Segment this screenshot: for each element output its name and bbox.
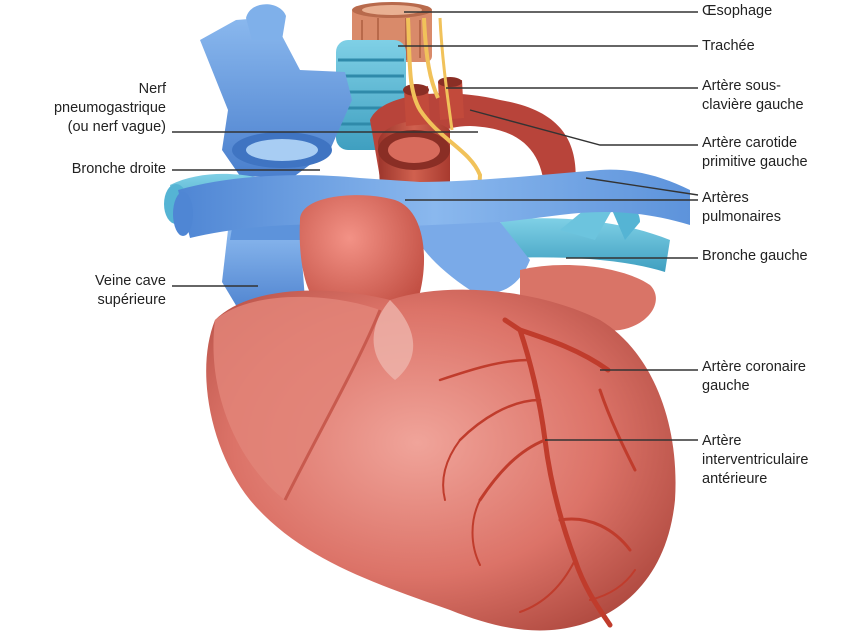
vagus-nerve (406, 17, 483, 216)
label-line: Artère carotide (702, 135, 798, 151)
label-arteres-pulmonaires: Artères pulmonaires (702, 189, 781, 227)
label-trachee-text: Trachée (702, 38, 755, 54)
label-bronche-gauche: Bronche gauche (702, 247, 808, 266)
label-artere-coronaire: Artère coronaire gauche (702, 358, 806, 396)
label-oesophage-text: Œsophage (702, 3, 773, 19)
label-bronche-gauche-text: Bronche gauche (702, 248, 808, 264)
label-artere-interventriculaire: Artère interventriculaire antérieure (702, 432, 808, 489)
label-line: Artère sous- (702, 78, 781, 94)
label-line: Artère (702, 433, 742, 449)
label-line: pneumogastrique (53, 100, 166, 116)
label-line: Artères (702, 190, 749, 206)
label-line: primitive gauche (702, 154, 808, 170)
label-artere-sous-claviere: Artère sous- clavière gauche (702, 77, 804, 115)
label-line: antérieure (702, 471, 768, 487)
label-bronche-droite: Bronche droite (72, 160, 166, 179)
label-line: interventriculaire (702, 452, 809, 468)
label-line: gauche (702, 378, 750, 394)
label-trachee: Trachée (702, 37, 755, 56)
ventricles (206, 289, 676, 631)
label-artere-carotide: Artère carotide primitive gauche (702, 134, 808, 172)
label-line: Artère coronaire (702, 359, 806, 375)
label-line: clavière gauche (702, 97, 804, 113)
label-nerf-pneumogastrique: Nerf pneumogastrique (ou nerf vague) (54, 80, 166, 137)
label-line: pulmonaires (702, 209, 781, 225)
leader-lines (172, 11, 699, 441)
label-oesophage: Œsophage (702, 2, 772, 21)
coronary-arteries (438, 317, 637, 628)
label-line: (ou nerf vague) (67, 119, 166, 135)
label-veine-cave: Veine cave supérieure (95, 272, 166, 310)
label-line: Veine cave (95, 273, 166, 289)
label-line: supérieure (97, 292, 166, 308)
right-atrium (299, 195, 425, 319)
label-bronche-droite-text: Bronche droite (71, 161, 166, 177)
label-line: Nerf (138, 81, 166, 97)
